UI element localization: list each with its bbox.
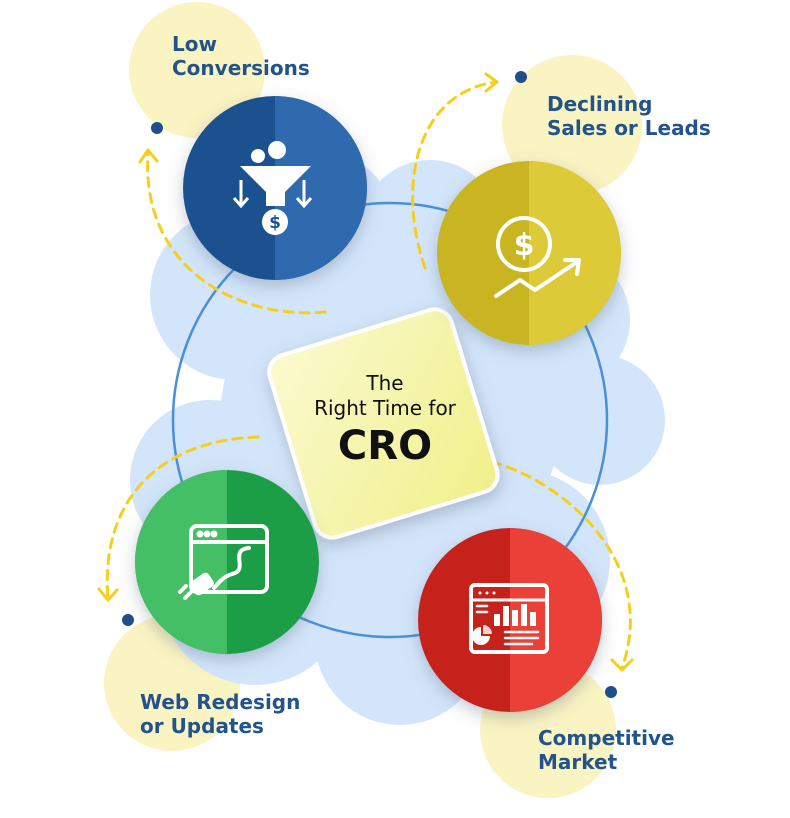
arrowhead-web-redesign xyxy=(97,587,119,602)
funnel-dollar-icon: $ xyxy=(232,141,313,235)
center-card xyxy=(267,307,500,540)
svg-text:$: $ xyxy=(514,228,535,263)
label-web-redesign-line2: or Updates xyxy=(140,714,264,738)
label-competitive-market-line2: Market xyxy=(538,750,618,774)
center-title-line2: Right Time for xyxy=(314,396,456,420)
dashed-arrows xyxy=(105,80,632,670)
svg-text:$: $ xyxy=(269,213,281,233)
dot-low-conversions xyxy=(151,122,163,134)
dot-web-redesign xyxy=(122,614,134,626)
dot-competitive-market xyxy=(605,686,617,698)
label-declining-sales: Declining Sales or Leads xyxy=(547,92,711,140)
label-web-redesign: Web Redesign or Updates xyxy=(140,690,300,738)
label-competitive-market: Competitive Market xyxy=(538,726,675,774)
arrow-to-low-conversions xyxy=(146,150,327,315)
browser-plug-icon xyxy=(178,524,269,600)
label-web-redesign-line1: Web Redesign xyxy=(140,690,301,714)
connecting-ring xyxy=(171,201,609,639)
label-low-conversions-line2: Conversions xyxy=(172,56,310,80)
arrowhead-competitive-market xyxy=(610,658,634,672)
center-title-line3: CRO xyxy=(337,423,433,469)
label-declining-sales-line1: Declining xyxy=(547,92,653,116)
circle-web-redesign xyxy=(135,470,319,654)
dot-declining-sales xyxy=(515,71,527,83)
arrow-to-declining-sales xyxy=(411,80,498,270)
label-low-conversions-line1: Low xyxy=(172,32,217,56)
arrowheads xyxy=(97,72,634,672)
label-low-conversions: Low Conversions xyxy=(172,32,310,80)
highlight-declining-sales xyxy=(502,55,642,195)
highlight-low-conversions xyxy=(129,2,265,138)
arrowhead-declining-sales xyxy=(484,72,499,93)
arrow-to-web-redesign xyxy=(105,435,260,600)
circle-declining-sales xyxy=(437,161,621,345)
circle-competitive-market xyxy=(418,528,602,712)
label-declining-sales-line2: Sales or Leads xyxy=(547,116,711,140)
analytics-dashboard-icon xyxy=(469,583,549,654)
dollar-growth-icon: $ xyxy=(494,216,581,298)
marker-dots xyxy=(122,71,617,698)
center-title-line1: The xyxy=(366,371,404,395)
arrow-to-competitive-market xyxy=(490,460,632,670)
arrowhead-low-conversions xyxy=(138,148,159,164)
label-competitive-market-line1: Competitive xyxy=(538,726,675,750)
